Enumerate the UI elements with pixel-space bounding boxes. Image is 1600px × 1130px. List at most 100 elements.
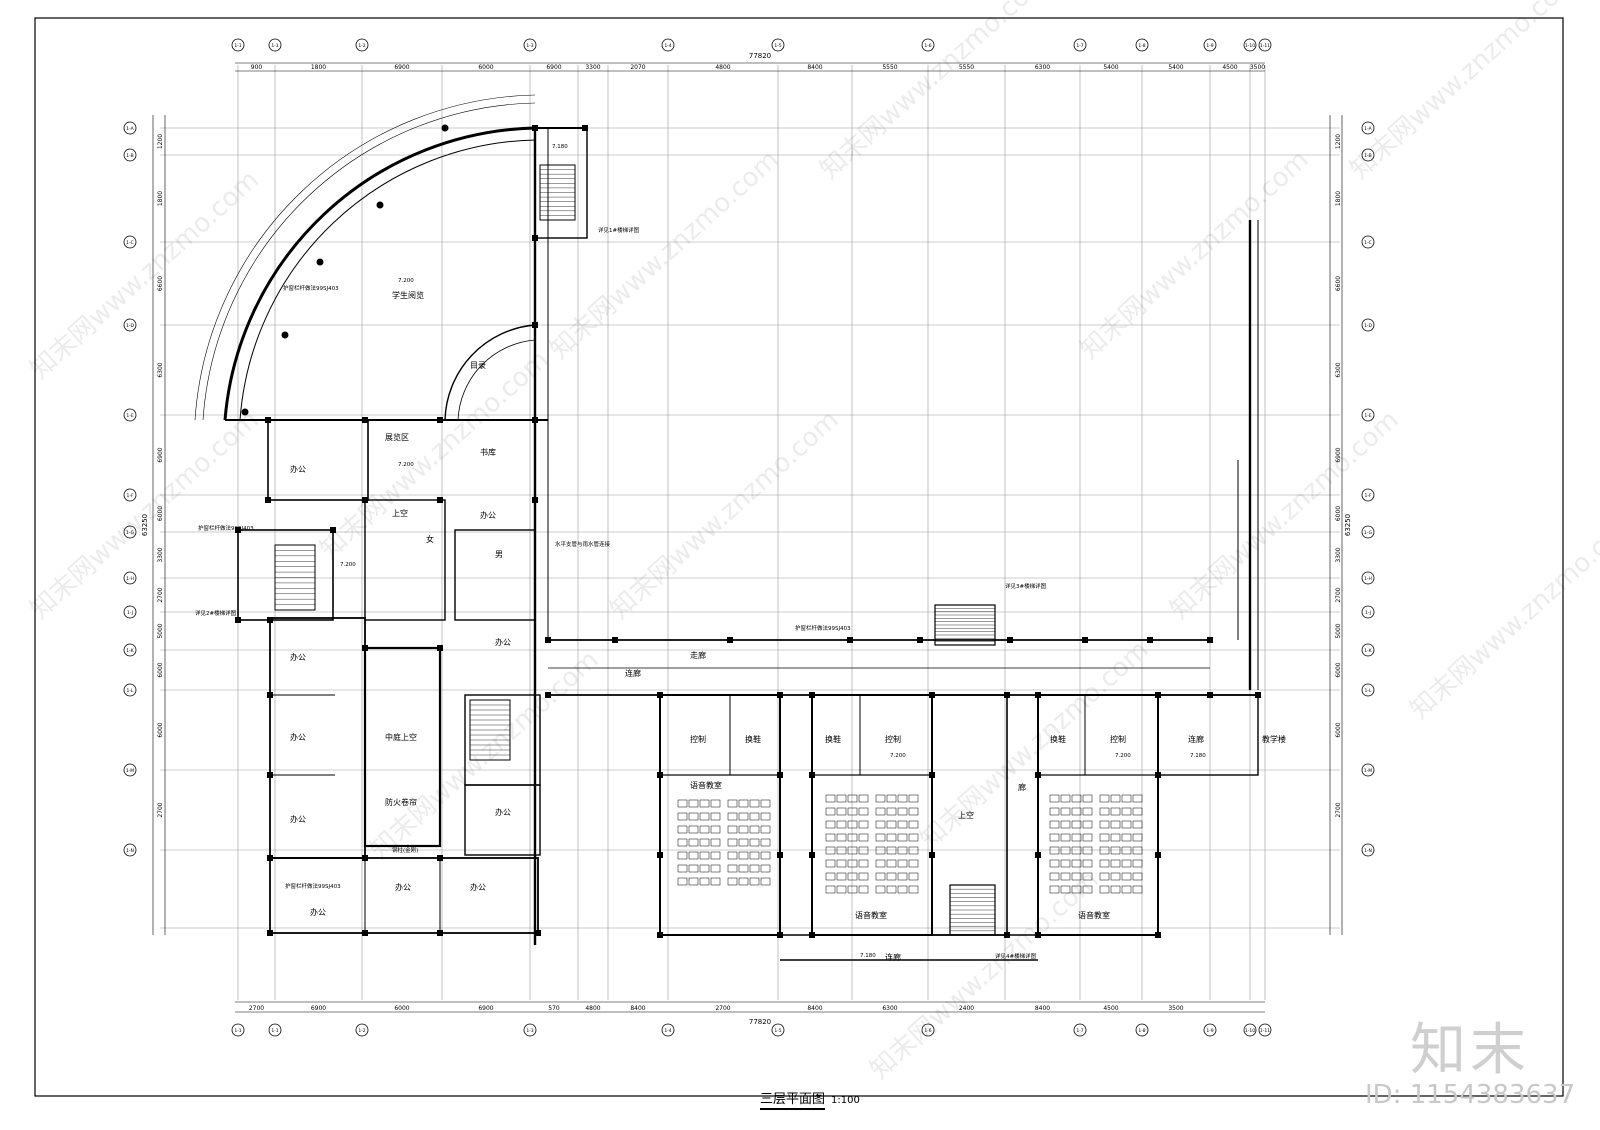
- label-office-3: 办公: [495, 637, 511, 647]
- label-female-wc: 女: [426, 534, 434, 544]
- axis-bubble-bottom: 1-11: [1258, 1023, 1272, 1037]
- dimension-bottom: 570: [548, 1005, 560, 1012]
- label-office-8: 办公: [395, 882, 411, 892]
- axis-bubble-bottom: 1-1: [268, 1023, 282, 1037]
- label-book-storage: 书库: [480, 447, 496, 457]
- elevation-mark-8: 7.180: [860, 953, 876, 959]
- dimension-top: 4800: [715, 64, 730, 71]
- pipe-note: 水平支管与雨水管连接: [555, 540, 611, 548]
- window-ref-2: 护窗栏杆做法99SJ403: [198, 524, 254, 532]
- axis-bubble-right: 1-L: [1361, 683, 1375, 697]
- svg-text:1-A: 1-A: [126, 126, 134, 132]
- dimension-right: 6600: [1335, 276, 1342, 291]
- svg-text:1-N: 1-N: [126, 848, 134, 854]
- axis-bubble-top: 1-1: [268, 38, 282, 52]
- svg-text:1-4: 1-4: [664, 43, 671, 49]
- label-language-1: 语音教室: [690, 780, 722, 790]
- axis-bubble-right: 1-A: [1361, 121, 1375, 135]
- svg-text:知末网www.znzmo.com: 知末网www.znzmo.com: [605, 405, 845, 625]
- dimension-right: 2700: [1335, 802, 1342, 817]
- label-office-9: 办公: [470, 882, 486, 892]
- svg-text:1-11: 1-11: [1260, 1028, 1270, 1034]
- dimension-bottom: 8400: [630, 1005, 645, 1012]
- elevation-mark-1: 7.200: [398, 278, 414, 284]
- window-ref-1: 护窗栏杆做法99SJ403: [283, 284, 339, 292]
- dimension-left: 6300: [157, 362, 164, 377]
- drawing-title: 三层平面图: [760, 1088, 826, 1110]
- axis-bubble-right: 1-N: [1361, 843, 1375, 857]
- label-office-5: 办公: [290, 732, 306, 742]
- dimension-right: 6000: [1335, 506, 1342, 521]
- axis-bubble-bottom: 1-9: [1203, 1023, 1217, 1037]
- axis-bubble-right: 1-M: [1361, 763, 1375, 777]
- dimension-right: 6000: [1335, 662, 1342, 677]
- axis-bubble-bottom: 1-1: [231, 1023, 245, 1037]
- elevation-mark-7: 7.180: [1190, 753, 1206, 759]
- structural-columns: [235, 124, 1261, 938]
- overall-dimension-top: 77820: [749, 52, 771, 60]
- dimension-top: 3500: [1250, 64, 1265, 71]
- label-male-wc: 男: [495, 550, 503, 559]
- axis-bubble-left: 1-F: [123, 488, 137, 502]
- svg-text:1-L: 1-L: [127, 688, 134, 694]
- svg-text:知末网www.znzmo.com: 知末网www.znzmo.com: [1165, 405, 1405, 625]
- dimension-top: 4500: [1222, 64, 1237, 71]
- label-shoe-3: 换鞋: [1050, 734, 1066, 744]
- dimension-right: 6300: [1335, 362, 1342, 377]
- axis-bubbles: 1-11-11-11-11-21-21-31-31-41-41-51-51-61…: [123, 38, 1375, 1037]
- drawing-scale: 1:100: [831, 1095, 860, 1106]
- axis-bubble-left: 1-L: [123, 683, 137, 697]
- axis-bubble-bottom: 1-8: [1135, 1023, 1149, 1037]
- svg-text:1-C: 1-C: [126, 240, 134, 246]
- dimension-left: 2700: [157, 802, 164, 817]
- label-language-2: 语音教室: [855, 910, 887, 920]
- svg-text:1-1: 1-1: [271, 1028, 278, 1034]
- axis-bubble-bottom: 1-3: [523, 1023, 537, 1037]
- axis-bubble-top: 1-9: [1203, 38, 1217, 52]
- axis-bubble-left: 1-B: [123, 148, 137, 162]
- stair-ref-2: 详见2#楼梯详图: [195, 609, 237, 617]
- svg-text:1-N: 1-N: [1364, 848, 1372, 854]
- axis-bubble-bottom: 1-4: [661, 1023, 675, 1037]
- dimension-bottom: 3500: [1168, 1005, 1183, 1012]
- dimension-top: 5550: [882, 64, 897, 71]
- axis-bubble-left: 1-E: [123, 408, 137, 422]
- label-corridor-2: 廊: [1018, 782, 1026, 792]
- label-office-7: 办公: [495, 807, 511, 817]
- label-office-4: 办公: [290, 652, 306, 662]
- dimension-right: 3300: [1335, 547, 1342, 562]
- dimension-top: 5400: [1168, 64, 1183, 71]
- elevation-mark-2: 7.200: [398, 462, 414, 468]
- svg-text:1-7: 1-7: [1076, 43, 1083, 49]
- dimension-left: 6600: [157, 276, 164, 291]
- label-fire-shutter: 防火卷帘: [385, 797, 417, 807]
- axis-bubble-left: 1-N: [123, 843, 137, 857]
- dimension-top: 6300: [1035, 64, 1050, 71]
- axis-bubble-top: 1-3: [523, 38, 537, 52]
- stair-ref-4: 详见4#楼梯详图: [995, 952, 1037, 960]
- svg-text:1-G: 1-G: [126, 530, 135, 536]
- axis-bubble-bottom: 1-2: [355, 1023, 369, 1037]
- label-void-2: 上空: [958, 810, 974, 820]
- dimension-right: 1800: [1335, 191, 1342, 206]
- label-control-1: 控制: [690, 734, 706, 744]
- annotations: 7.200 7.200 7.180 7.200 7.200 7.200 7.18…: [195, 144, 1206, 960]
- watermark-id: ID: 1154383637: [1365, 1080, 1576, 1110]
- svg-text:1-M: 1-M: [126, 768, 134, 774]
- label-teaching-bldg: 教学楼: [1262, 734, 1286, 744]
- elevation-mark-6: 7.200: [1115, 753, 1131, 759]
- axis-grid: [160, 65, 1340, 1000]
- svg-text:1-A: 1-A: [1364, 126, 1372, 132]
- svg-text:1-M: 1-M: [1364, 768, 1372, 774]
- axis-bubble-top: 1-11: [1258, 38, 1272, 52]
- svg-text:1-2: 1-2: [358, 43, 365, 49]
- svg-text:1-1: 1-1: [234, 43, 241, 49]
- elevation-mark-4: 7.200: [340, 562, 356, 568]
- svg-text:1-10: 1-10: [1245, 43, 1255, 49]
- axis-bubble-right: 1-C: [1361, 235, 1375, 249]
- svg-text:1-4: 1-4: [664, 1028, 671, 1034]
- label-catalog: 目录: [470, 361, 486, 370]
- stair-ref-3: 详见3#楼梯详图: [1005, 582, 1047, 590]
- svg-text:1-D: 1-D: [1364, 323, 1372, 329]
